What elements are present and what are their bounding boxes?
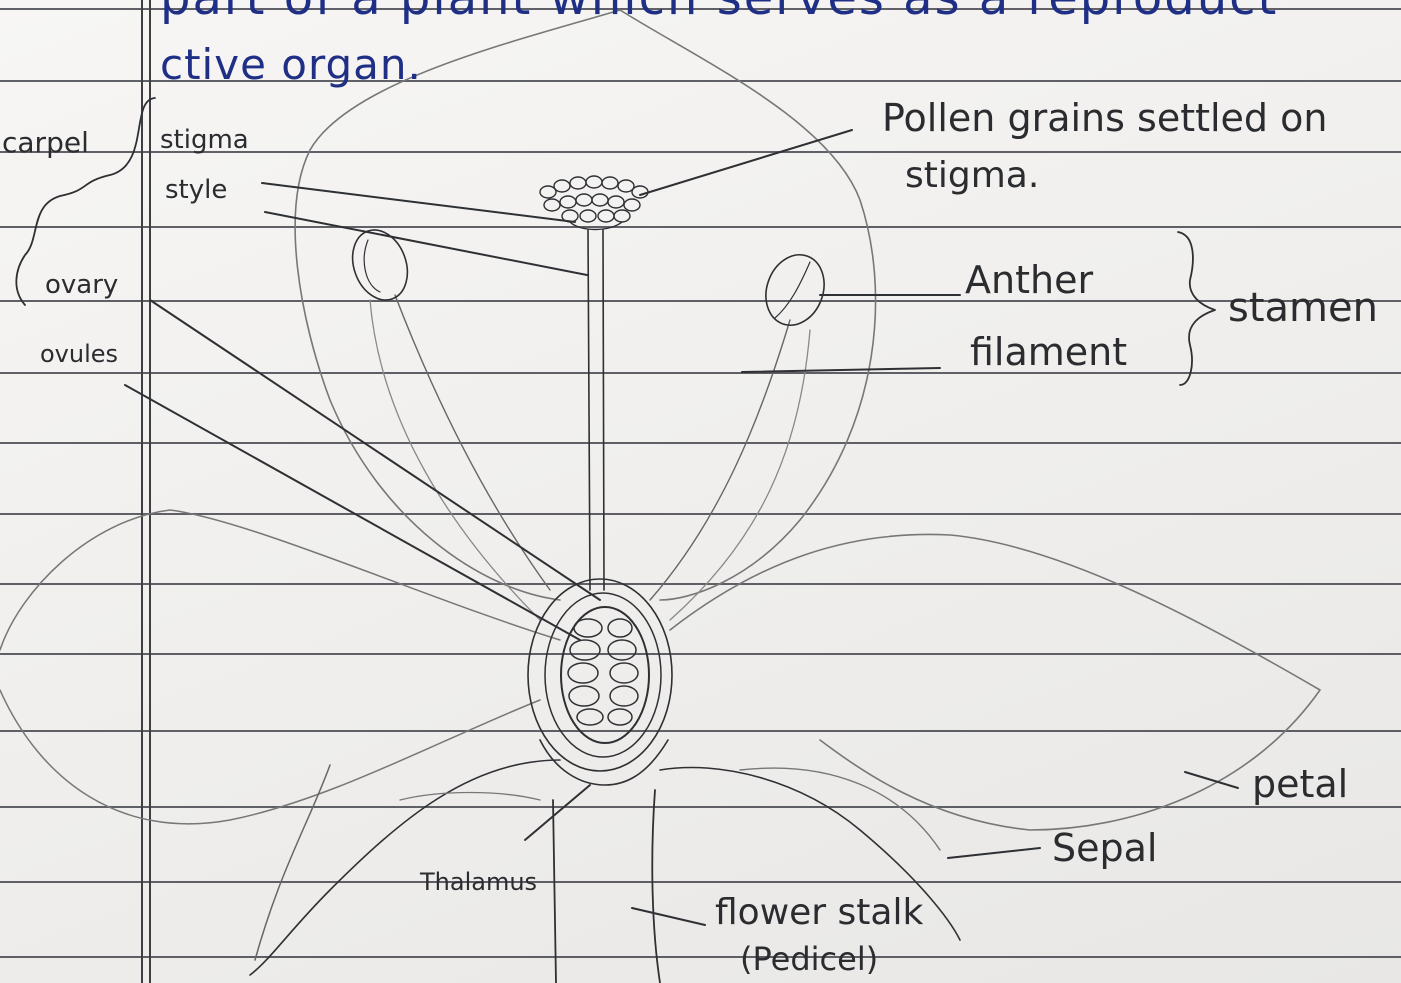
ovary-mid bbox=[545, 593, 661, 757]
filament-right bbox=[650, 320, 790, 600]
style-left bbox=[588, 230, 590, 590]
label-carpel: carpel bbox=[2, 126, 89, 159]
label-stamen: stamen bbox=[1228, 285, 1378, 331]
leader-thalamus bbox=[525, 785, 590, 840]
filament-left-2 bbox=[370, 300, 540, 620]
petal-left bbox=[0, 510, 560, 650]
label-thalamus: Thalamus bbox=[420, 868, 537, 896]
filament-left bbox=[395, 295, 550, 590]
ovules bbox=[568, 619, 638, 725]
sepal-inner-left bbox=[400, 793, 540, 801]
label-anther: Anther bbox=[965, 258, 1093, 302]
label-pollen: Pollen grains settled on bbox=[882, 96, 1327, 140]
stamen-brace bbox=[1178, 232, 1215, 385]
leader-sepal bbox=[948, 848, 1040, 858]
leader-pedicel bbox=[632, 908, 705, 925]
label-sepal: Sepal bbox=[1052, 826, 1157, 870]
label-ovules: ovules bbox=[40, 340, 118, 368]
label-filament: filament bbox=[970, 330, 1127, 374]
pedicel-left bbox=[553, 800, 556, 983]
leader-style bbox=[265, 212, 587, 275]
label-petal: petal bbox=[1252, 762, 1348, 806]
petal-right bbox=[670, 534, 1320, 830]
pedicel-right bbox=[652, 790, 660, 983]
label-pollen-2: stigma. bbox=[905, 155, 1039, 196]
leader-ovary bbox=[150, 300, 600, 600]
style-right bbox=[603, 230, 604, 590]
filament-right-2 bbox=[670, 330, 810, 620]
note-line-top: part of a plant which serves as a reprod… bbox=[160, 0, 1278, 26]
petal-left-lower bbox=[0, 690, 540, 824]
label-pedicel: (Pedicel) bbox=[740, 940, 878, 978]
leader-stigma bbox=[262, 183, 575, 222]
petal-outline-top-right bbox=[620, 10, 876, 600]
petal-outline-top bbox=[295, 10, 620, 600]
leader-ovules bbox=[125, 385, 580, 640]
label-ovary: ovary bbox=[45, 270, 118, 300]
label-flower-stalk: flower stalk bbox=[715, 892, 923, 933]
leader-filament bbox=[742, 368, 940, 372]
stigma bbox=[540, 176, 648, 230]
anther-right bbox=[756, 247, 833, 334]
note-line-2: ctive organ. bbox=[160, 40, 422, 89]
leader-pollen bbox=[640, 130, 852, 195]
label-stigma: stigma bbox=[160, 125, 249, 155]
label-style: style bbox=[165, 175, 227, 205]
